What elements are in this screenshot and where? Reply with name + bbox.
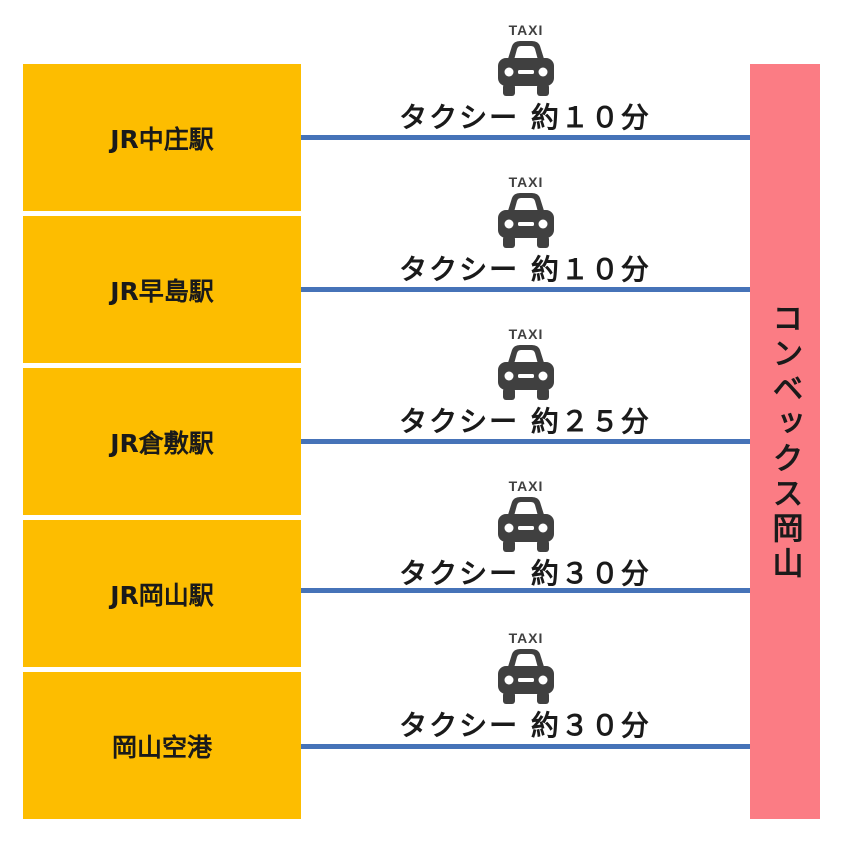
taxi-sign-text: TAXI [509, 174, 544, 190]
station-box: JR早島駅 [23, 216, 301, 363]
route-label: タクシー 約３０分 [399, 557, 651, 590]
station-name: JR中庄駅 [110, 124, 214, 154]
station-box: JR倉敷駅 [23, 368, 301, 515]
station-name: JR倉敷駅 [110, 428, 214, 458]
station-box: JR岡山駅 [23, 520, 301, 667]
destination-box: コンベックス岡山 [750, 64, 820, 819]
route-line [301, 439, 750, 444]
route-line [301, 135, 750, 140]
taxi-sign-text: TAXI [509, 630, 544, 646]
taxi-icon: TAXI [491, 478, 561, 554]
route-label: タクシー 約３０分 [399, 709, 651, 742]
route-line [301, 588, 750, 593]
destination-label: コンベックス岡山 [766, 301, 803, 582]
taxi-icon: TAXI [491, 630, 561, 706]
station-name: JR早島駅 [110, 276, 214, 306]
route-line [301, 287, 750, 292]
taxi-sign-text: TAXI [509, 326, 544, 342]
taxi-icon: TAXI [491, 22, 561, 98]
station-name: JR岡山駅 [110, 580, 214, 610]
taxi-icon: TAXI [491, 174, 561, 250]
station-box: JR中庄駅 [23, 64, 301, 211]
taxi-sign-text: TAXI [509, 22, 544, 38]
taxi-icon: TAXI [491, 326, 561, 402]
taxi-sign-text: TAXI [509, 478, 544, 494]
route-label: タクシー 約１０分 [399, 253, 651, 286]
route-line [301, 744, 750, 749]
route-label: タクシー 約２５分 [399, 405, 651, 438]
station-name: 岡山空港 [111, 732, 212, 762]
station-box: 岡山空港 [23, 672, 301, 819]
route-label: タクシー 約１０分 [399, 101, 651, 134]
